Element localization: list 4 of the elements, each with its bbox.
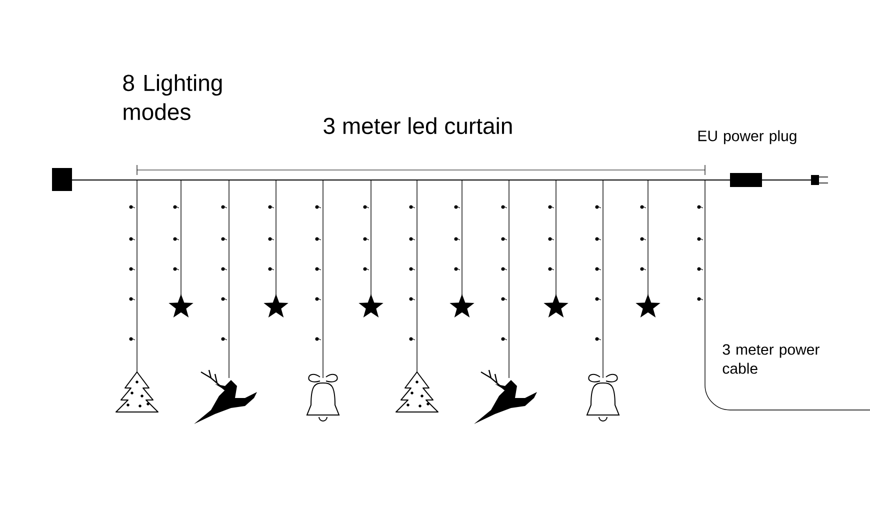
caption-text: EU power plug — [698, 130, 796, 144]
caption-text: 8 Lighting modes — [123, 74, 222, 120]
caption-text: 3 meter led curtain — [324, 117, 512, 134]
caption-text: 3 meter power cable — [722, 344, 820, 374]
